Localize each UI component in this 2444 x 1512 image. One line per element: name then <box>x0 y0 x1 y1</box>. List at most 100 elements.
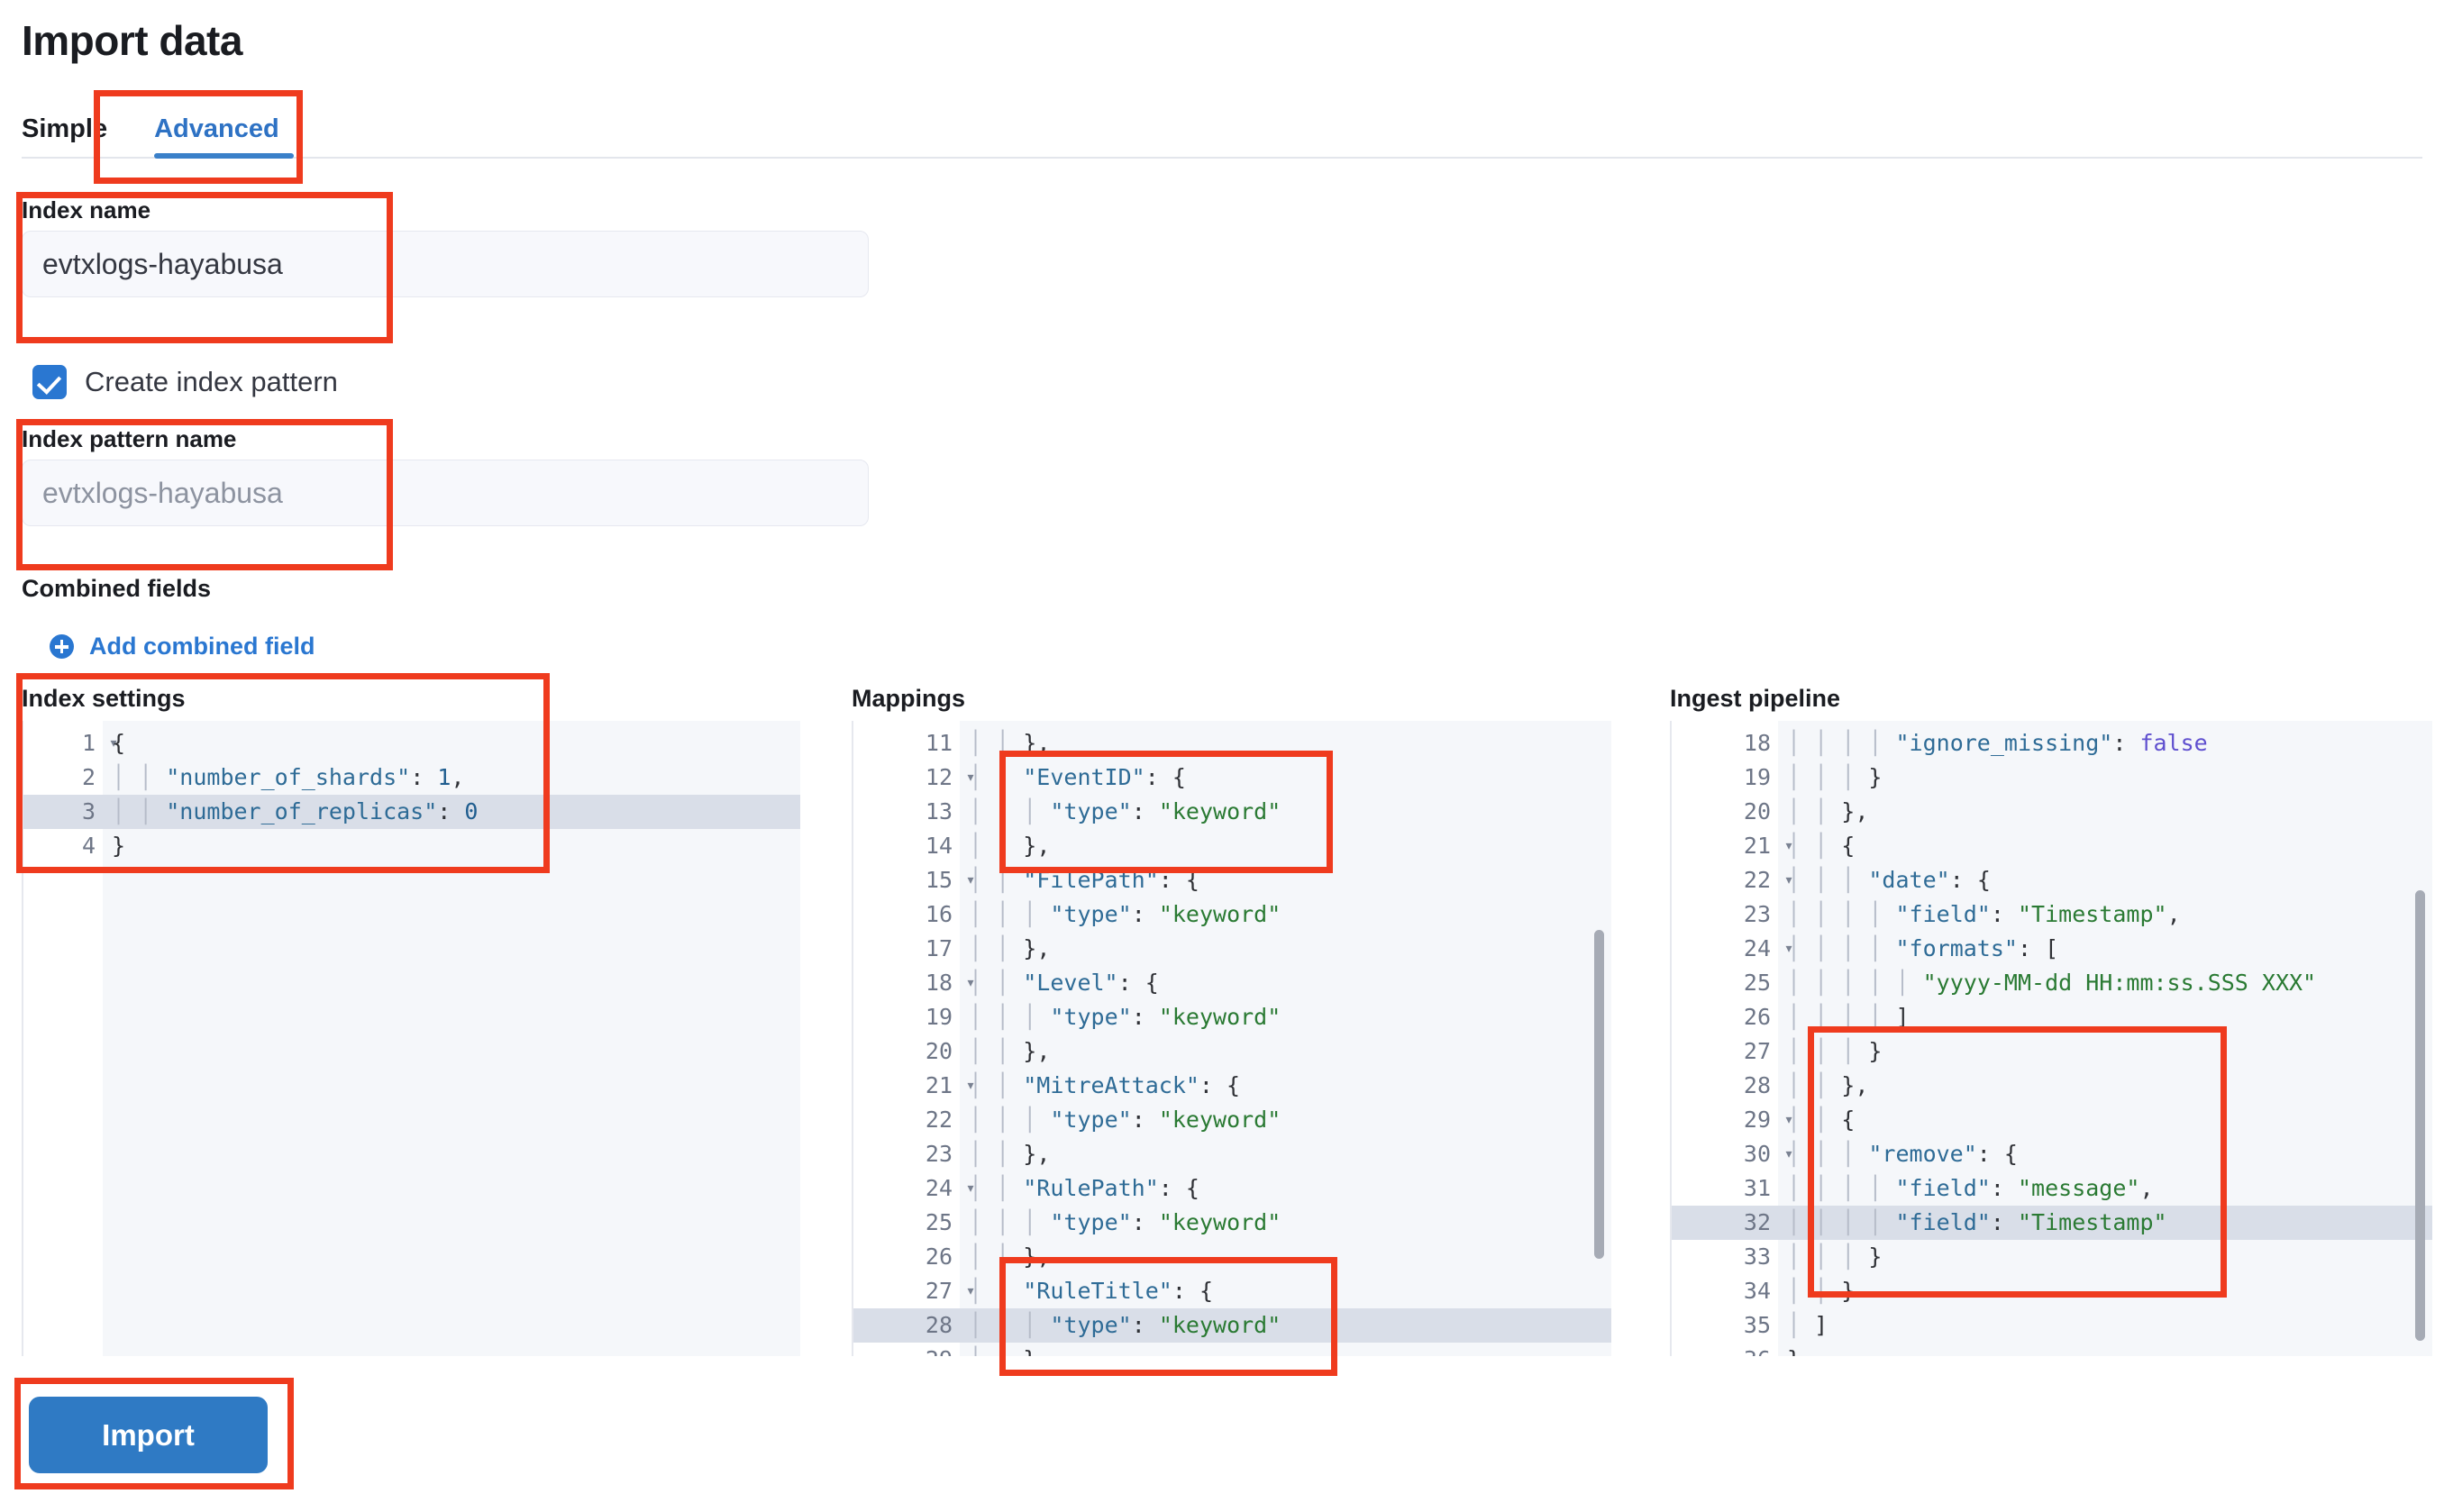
line-number: 26 <box>1743 1004 1771 1030</box>
code-line[interactable]: │ │ │ │ "field": "Timestamp" <box>1778 1206 2432 1240</box>
code-line[interactable]: │ │ "number_of_replicas": 0 <box>103 795 800 829</box>
mappings-scrollbar[interactable] <box>1594 930 1604 1259</box>
import-button[interactable]: Import <box>29 1397 268 1473</box>
mappings-code[interactable]: │ │ }, │ │ "EventID": { │ │ │ "type": "key… <box>960 721 1611 1356</box>
line-number: 33 <box>1743 1243 1771 1270</box>
line-number: 4 <box>81 833 96 859</box>
line-number: 17 <box>925 935 953 961</box>
code-line[interactable]: │ │ │ "type": "keyword" <box>969 1209 1281 1235</box>
code-line[interactable]: │ │ │ } <box>1787 1038 1883 1064</box>
index-name-input[interactable] <box>22 231 869 297</box>
line-number: 3 <box>23 795 103 829</box>
code-line[interactable]: │ │ } <box>1787 1278 1856 1304</box>
line-number: 24▾ <box>925 1175 976 1201</box>
line-number: 18 <box>1743 730 1771 756</box>
line-number: 21▾ <box>1743 833 1794 859</box>
code-line[interactable]: │ │ }, <box>960 1343 1611 1356</box>
line-number: 34 <box>1743 1278 1771 1304</box>
code-line[interactable]: │ │ "FilePath": { <box>969 867 1199 893</box>
code-line[interactable]: │ │ { <box>1787 1107 1856 1133</box>
code-line[interactable]: │ │ │ } <box>1787 1243 1883 1270</box>
line-number: 23 <box>1743 901 1771 927</box>
line-number: 26 <box>925 1243 953 1270</box>
line-number: 29▾ <box>1743 1107 1794 1133</box>
code-line[interactable]: } <box>1778 1343 2432 1356</box>
line-number: 22▾ <box>1743 867 1794 893</box>
create-index-pattern-row[interactable]: Create index pattern <box>32 365 338 399</box>
code-line[interactable]: │ │ │ "date": { <box>1787 867 1991 893</box>
line-number: 28 <box>853 1308 960 1343</box>
index-settings-code[interactable]: { │ │ "number_of_shards": 1, │ │ "number_o… <box>103 721 800 1356</box>
code-line[interactable]: } <box>112 833 126 859</box>
code-line[interactable]: │ │ │ │ "field": "message", <box>1787 1175 2154 1201</box>
code-line[interactable]: │ │ │ "type": "keyword" <box>969 1004 1281 1030</box>
line-number: 35 <box>1743 1312 1771 1338</box>
code-line[interactable]: │ │ "Level": { <box>969 970 1159 996</box>
line-number: 22 <box>925 1107 953 1133</box>
code-line[interactable]: │ │ "RulePath": { <box>969 1175 1199 1201</box>
code-line[interactable]: │ │ }, <box>969 730 1051 756</box>
index-name-label: Index name <box>22 196 151 223</box>
code-line[interactable]: │ │ }, <box>1787 798 1869 824</box>
code-line[interactable]: │ │ { <box>1787 833 1856 859</box>
line-number: 36 <box>1672 1343 1778 1356</box>
code-line[interactable]: │ │ │ "type": "keyword" <box>969 1107 1281 1133</box>
combined-fields-title: Combined fields <box>22 575 212 602</box>
line-number: 24▾ <box>1743 935 1794 961</box>
code-line[interactable]: │ │ │ │ ] <box>1787 1004 1910 1030</box>
code-line[interactable]: { <box>112 730 126 756</box>
add-combined-field-label: Add combined field <box>89 633 315 660</box>
line-number: 15▾ <box>925 867 976 893</box>
code-line[interactable]: │ │ "EventID": { <box>969 764 1186 790</box>
add-combined-field-button[interactable]: Add combined field <box>50 633 315 660</box>
create-index-pattern-checkbox[interactable] <box>32 365 67 399</box>
code-line[interactable]: │ │ │ "type": "keyword" <box>960 1308 1611 1343</box>
line-number: 2 <box>81 764 96 790</box>
line-number: 18▾ <box>925 970 976 996</box>
code-line[interactable]: │ ] <box>1787 1312 1828 1338</box>
code-line[interactable]: │ │ }, <box>969 833 1051 859</box>
code-line[interactable]: │ │ }, <box>969 935 1051 961</box>
ingest-pipeline-title: Ingest pipeline <box>1670 685 1841 712</box>
index-pattern-name-input[interactable] <box>22 460 869 526</box>
code-line[interactable]: │ │ }, <box>969 1141 1051 1167</box>
code-line[interactable]: │ │ │ │ "formats": [ <box>1787 935 2059 961</box>
line-number: 20 <box>925 1038 953 1064</box>
code-line[interactable]: │ │ │ │ │ "yyyy-MM-dd HH:mm:ss.SSS XXX" <box>1787 970 2317 996</box>
line-number: 16 <box>925 901 953 927</box>
code-line[interactable]: │ │ }, <box>969 1038 1051 1064</box>
tab-advanced[interactable]: Advanced <box>127 116 299 159</box>
code-line[interactable]: │ │ "MitreAttack": { <box>969 1072 1241 1098</box>
page-title: Import data <box>22 17 242 64</box>
mappings-title: Mappings <box>852 685 965 712</box>
code-line[interactable]: │ │ │ "remove": { <box>1787 1141 2018 1167</box>
code-line[interactable]: │ │ │ │ "ignore_missing": false <box>1787 730 2208 756</box>
index-settings-title: Index settings <box>22 685 186 712</box>
line-number: 28 <box>1743 1072 1771 1098</box>
code-line[interactable]: │ │ │ "type": "keyword" <box>969 798 1281 824</box>
code-line[interactable]: │ │ │ } <box>1787 764 1883 790</box>
line-number: 19 <box>925 1004 953 1030</box>
code-line[interactable]: │ │ "RuleTitle": { <box>969 1278 1214 1304</box>
line-number: 31 <box>1743 1175 1771 1201</box>
line-number: 20 <box>1743 798 1771 824</box>
tab-simple[interactable]: Simple <box>22 114 108 143</box>
code-line[interactable]: │ │ │ │ "field": "Timestamp", <box>1787 901 2181 927</box>
line-number: 30▾ <box>1743 1141 1794 1167</box>
line-number: 21▾ <box>925 1072 976 1098</box>
index-pattern-name-label: Index pattern name <box>22 425 237 452</box>
code-line[interactable]: │ │ │ "type": "keyword" <box>969 901 1281 927</box>
tab-bar: Simple Advanced <box>22 97 2422 159</box>
ingest-pipeline-scrollbar[interactable] <box>2415 890 2425 1341</box>
code-line[interactable]: │ │ }, <box>1787 1072 1869 1098</box>
code-line[interactable]: │ │ }, <box>969 1243 1051 1270</box>
code-line[interactable]: │ │ "number_of_shards": 1, <box>112 764 465 790</box>
line-number: 13 <box>925 798 953 824</box>
ingest-pipeline-code[interactable]: │ │ │ │ "ignore_missing": false │ │ │ } │ … <box>1778 721 2432 1356</box>
